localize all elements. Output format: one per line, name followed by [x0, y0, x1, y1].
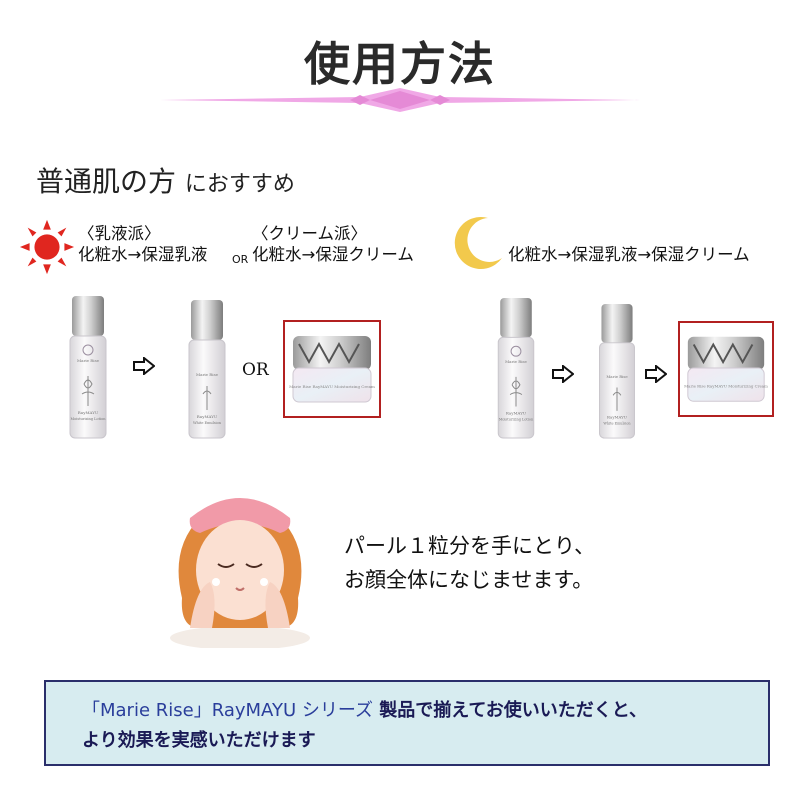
bottle4-line1: RayMAYU	[607, 415, 628, 420]
bottle3-brand: Marie Rise	[505, 359, 527, 364]
white-emulsion-bottle: Marie Rise RayMAYU White Emulsion	[188, 300, 226, 439]
cream-jar-frame: Marie Rise RayMAYU Moisturizing Cream	[283, 320, 381, 418]
bottle2-line2: White Emulsion	[193, 421, 222, 425]
sun-icon	[19, 219, 75, 275]
arrow-right-icon	[645, 365, 667, 383]
skin-type-heading: 普通肌の方 におすすめ	[36, 160, 295, 200]
bottle1-brand: Marie Rise	[77, 358, 100, 363]
moisturizing-cream-jar-night: Marie Rise RayMAYU Moisturizing Cream	[684, 336, 768, 402]
banner-series-name: 「Marie Rise」RayMAYU シリーズ	[82, 700, 373, 721]
bottle2-brand: Marie Rise	[196, 372, 219, 377]
skin-type-main: 普通肌の方	[36, 165, 177, 198]
cream-jar-frame-night: Marie Rise RayMAYU Moisturizing Cream	[678, 321, 774, 417]
bottle3-line1: RayMAYU	[506, 410, 527, 415]
cream-group-label: 〈クリーム派〉	[252, 224, 368, 243]
moisturizing-lotion-bottle-night: Marie Rise RayMAYU Moisturizing Lotion	[497, 297, 535, 439]
or-label: OR	[242, 360, 269, 380]
bottle4-brand: Marie Rise	[606, 374, 628, 379]
bottle1-line2: Moisturizing Lotion	[71, 417, 107, 421]
banner-line-1: 「Marie Rise」RayMAYU シリーズ 製品で揃えてお使いいただくと、	[82, 696, 647, 722]
bottle3-line2: Moisturizing Lotion	[499, 417, 534, 421]
bottle2-line1: RayMAYU	[197, 414, 218, 419]
or-connector: OR	[232, 253, 249, 266]
banner-line-1-rest: 製品で揃えてお使いいただくと、	[372, 700, 648, 721]
recommendation-banner: 「Marie Rise」RayMAYU シリーズ 製品で揃えてお使いいただくと、…	[44, 680, 770, 766]
instruction-line-2: お顔全体になじませます。	[344, 568, 594, 592]
moisturizing-cream-jar: Marie Rise RayMAYU Moisturizing Cream	[289, 336, 375, 403]
arrow-right-icon	[133, 357, 155, 375]
title-divider	[160, 88, 640, 112]
emulsion-group-steps: 化粧水→保湿乳液	[78, 245, 208, 264]
bottle4-line2: White Emulsion	[603, 421, 631, 425]
skin-type-sub: におすすめ	[184, 172, 295, 197]
jar1-label: Marie Rise RayMAYU Moisturizing Cream	[289, 384, 375, 389]
jar2-label: Marie Rise RayMAYU Moisturizing Cream	[684, 384, 768, 389]
white-emulsion-bottle-night: Marie Rise RayMAYU White Emulsion	[599, 303, 635, 439]
emulsion-group-label: 〈乳液派〉	[78, 224, 161, 243]
banner-line-2: より効果を実感いただけます	[82, 730, 316, 751]
night-steps: 化粧水→保湿乳液→保湿クリーム	[508, 245, 750, 264]
cream-group-steps: 化粧水→保湿クリーム	[252, 245, 414, 264]
face-illustration	[170, 498, 310, 648]
instruction-line-1: パール１粒分を手にとり、	[344, 534, 596, 558]
moon-icon	[454, 216, 502, 269]
arrow-right-icon	[552, 365, 574, 383]
moisturizing-lotion-bottle: Marie Rise RayMAYU Moisturizing Lotion	[69, 296, 107, 439]
bottle1-line1: RayMAYU	[78, 410, 99, 415]
page-title: 使用方法	[304, 37, 496, 91]
